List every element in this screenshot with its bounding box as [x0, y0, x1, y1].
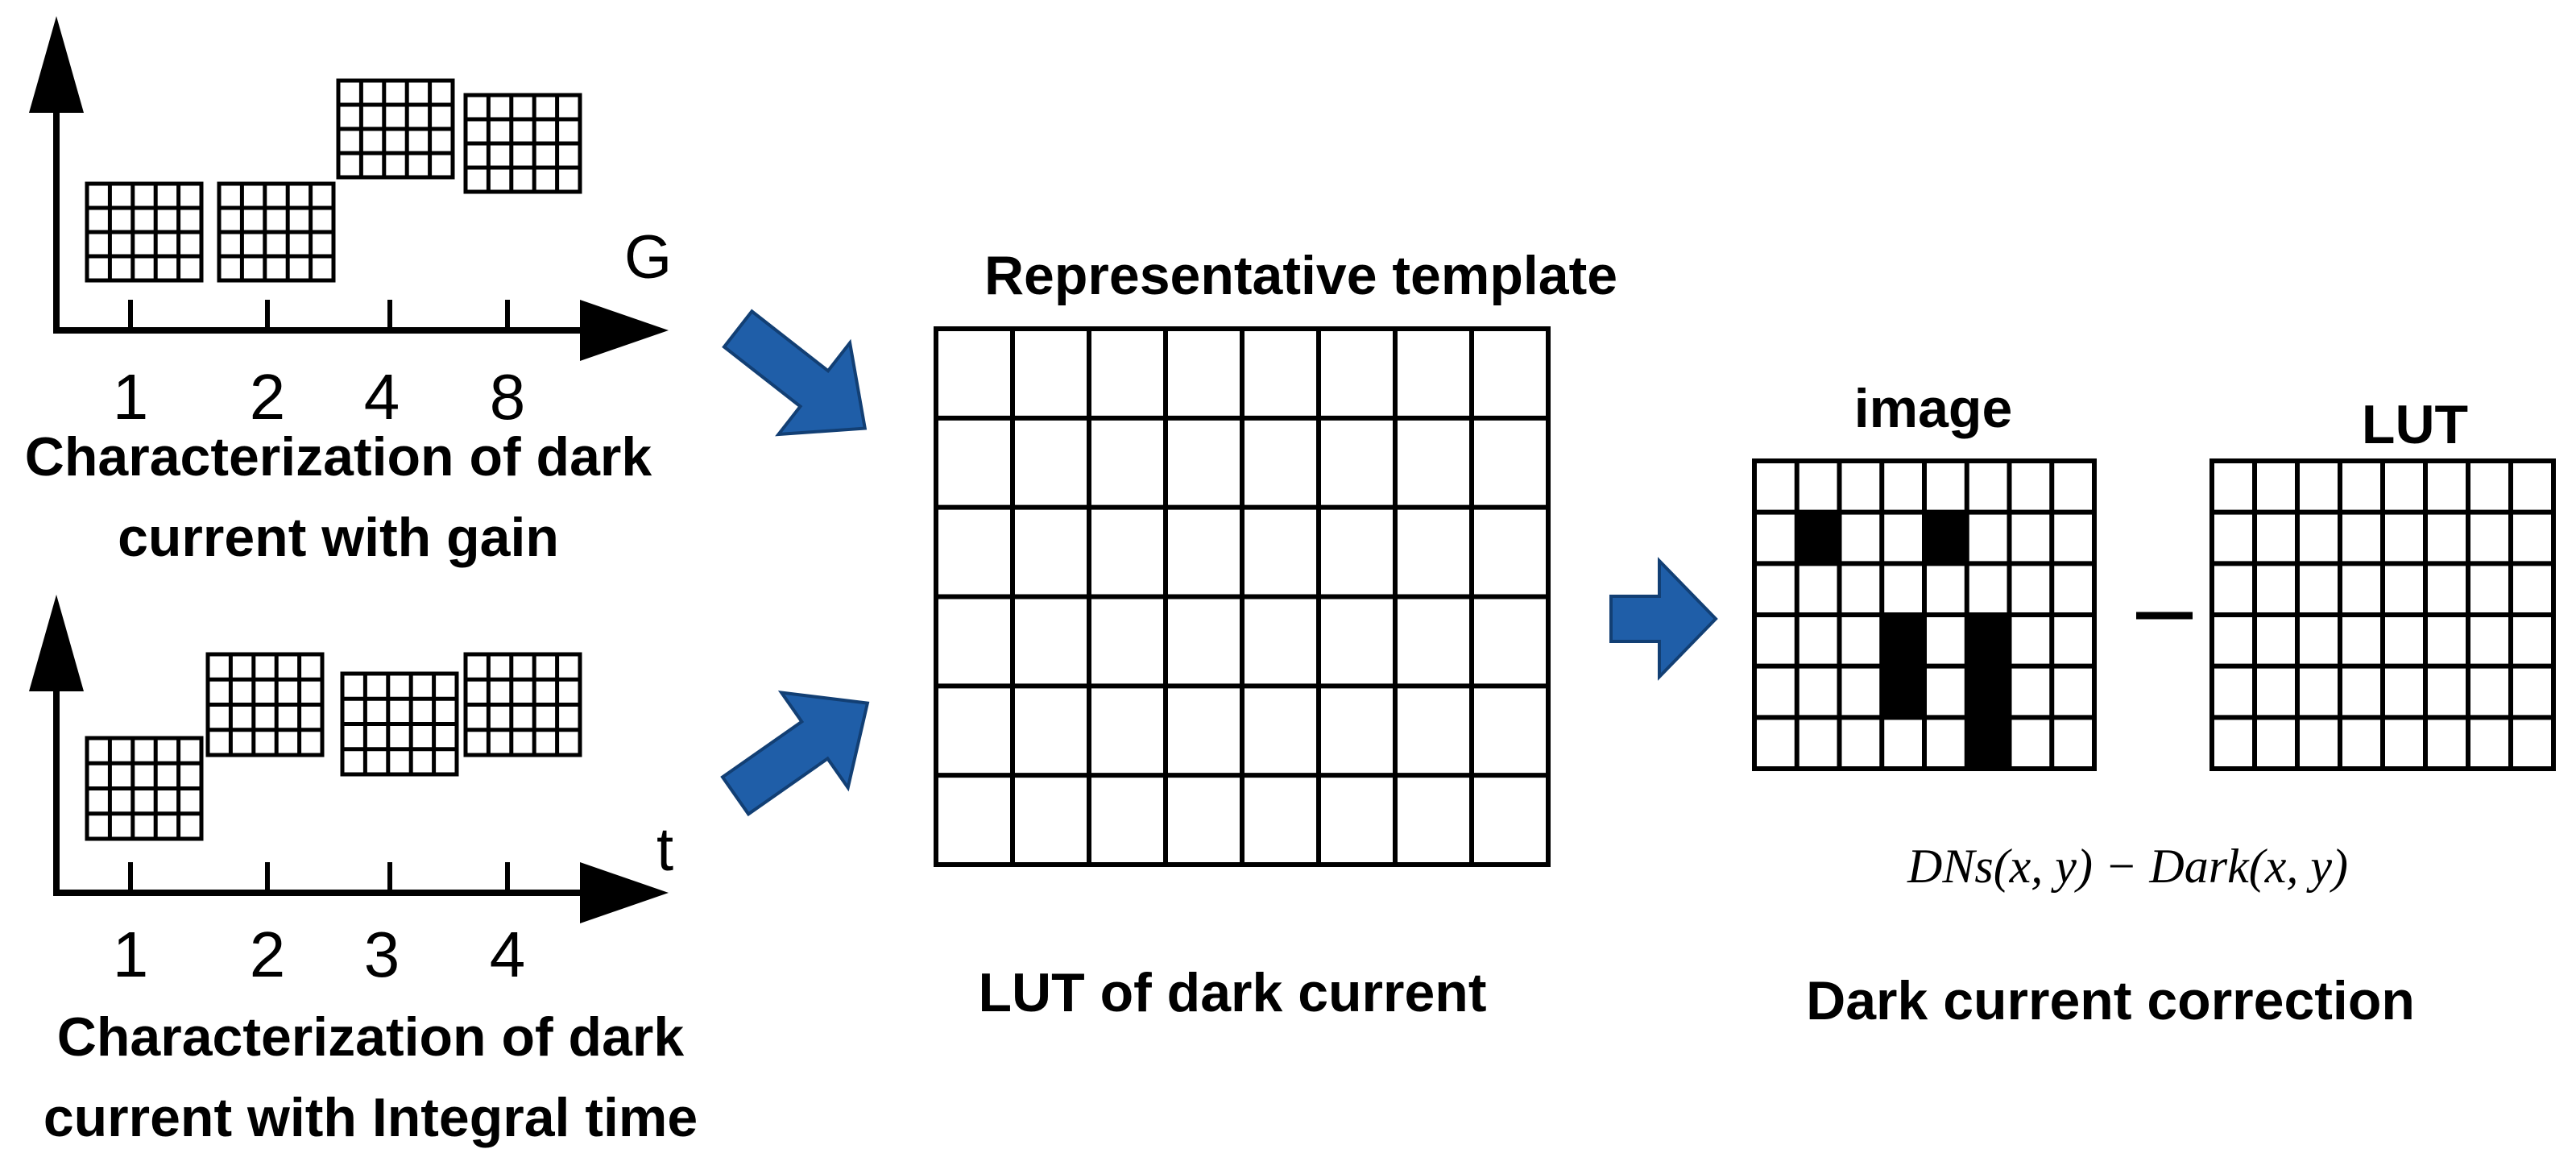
dark-pixel-cell	[1796, 512, 1840, 564]
arrow-template-to-correction	[1609, 557, 1718, 681]
time-caption-line2: current with Integral time	[43, 1087, 698, 1148]
dark-pixel-cell	[1924, 512, 1967, 564]
gain-panel: G 1 2 4 8 Characterization of dark curre…	[25, 16, 672, 568]
gain-grid-4	[336, 78, 455, 180]
dark-pixel-cell	[1882, 666, 1924, 718]
template-grid	[934, 326, 1551, 867]
gain-caption-line1: Characterization of dark	[25, 426, 652, 487]
time-caption-line1: Characterization of dark	[57, 1006, 685, 1068]
dark-pixel-cell	[1966, 717, 2010, 769]
template-title: Representative template	[984, 245, 1617, 306]
gain-grid-1	[85, 181, 204, 283]
gain-tick-label: 1	[113, 361, 149, 433]
gain-y-arrowhead	[29, 16, 84, 113]
gain-x-arrowhead	[580, 300, 669, 361]
gain-tick-label: 4	[364, 361, 400, 433]
image-grid	[1752, 458, 2097, 771]
gain-grid-8	[463, 93, 582, 194]
time-grid-1	[85, 736, 204, 841]
gain-caption-line2: current with gain	[118, 507, 559, 568]
correction-formula: DNs(x, y) − Dark(x, y)	[1907, 840, 2348, 893]
arrow-gain-to-template	[722, 309, 868, 437]
arrow-time-to-template	[720, 691, 870, 817]
time-grid-2	[205, 652, 325, 757]
time-tick-label: 2	[250, 919, 286, 990]
time-grid-4	[463, 652, 582, 757]
time-panel: t 1 2 3 4 Characterization of dark curre…	[29, 595, 698, 1148]
time-tick-label: 4	[490, 919, 526, 990]
correction-caption: Dark current correction	[1806, 970, 2415, 1031]
dark-pixel-cell	[1882, 615, 1924, 666]
time-x-arrowhead	[580, 862, 669, 923]
gain-tick-label: 2	[250, 361, 286, 433]
time-tick-label: 1	[113, 919, 149, 990]
gain-grid-2	[217, 181, 336, 283]
time-y-arrowhead	[29, 595, 84, 691]
time-tick-label: 3	[364, 919, 400, 990]
time-grid-3	[340, 671, 459, 777]
lut-grid	[2209, 458, 2556, 771]
gain-tick-label: 8	[490, 361, 526, 433]
dark-pixel-cell	[1966, 615, 2010, 666]
lut-label: LUT	[2362, 394, 2468, 455]
gain-axis-label: G	[624, 223, 672, 292]
dark-pixel-cell	[1966, 666, 2010, 718]
template-caption: LUT of dark current	[979, 962, 1487, 1023]
time-axis-label: t	[656, 815, 673, 884]
image-label: image	[1854, 378, 2013, 439]
